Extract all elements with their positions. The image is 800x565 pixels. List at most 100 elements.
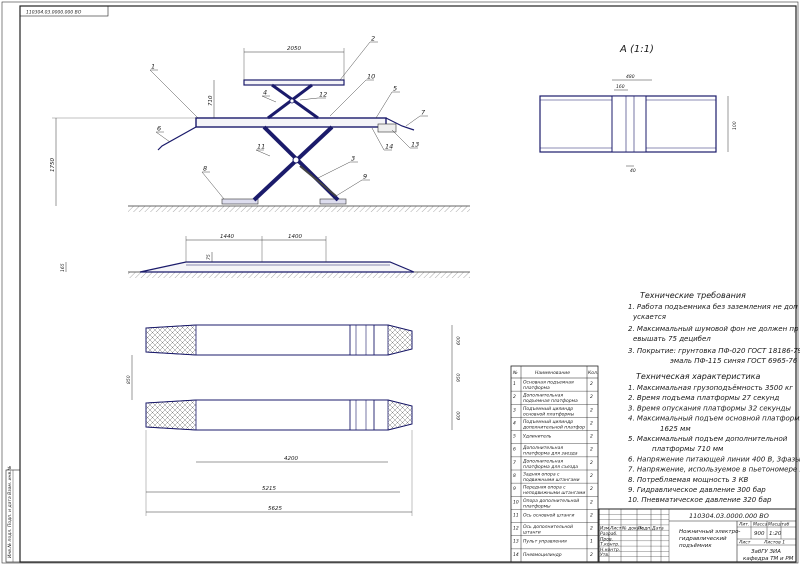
dim-1400: 1400	[288, 234, 302, 240]
tb-sheets: Листов 1	[763, 540, 785, 546]
tech-spec-item: 8. Потребляемая мощность 3 КВ	[628, 476, 749, 484]
plan-ramp-tr	[387, 324, 413, 356]
dim-1750: 1750	[50, 158, 56, 172]
callout-number: 10	[367, 73, 375, 81]
header-code-box	[19, 5, 109, 17]
dim-40: 40	[630, 168, 636, 174]
tb-col-label: Подп.	[638, 526, 652, 532]
parts-row-qty: 2	[590, 460, 593, 466]
parts-row-name: платформа	[523, 385, 550, 391]
low-platform	[139, 261, 415, 273]
callout-number: 5	[393, 85, 397, 93]
secondary-platform	[243, 79, 345, 86]
tb-mass-val: 900	[754, 531, 765, 537]
tb-role: Пров.	[600, 536, 613, 542]
tb-scale-val: 1:20	[769, 531, 782, 537]
console	[377, 123, 397, 133]
callout-number: 8	[203, 165, 207, 173]
callout-number: 11	[257, 143, 265, 151]
parts-row-num: 7	[513, 460, 516, 466]
main-cylinder	[299, 165, 337, 197]
dim-w1: 600	[456, 336, 462, 345]
tb-role: Т.контр.	[600, 542, 620, 548]
parts-row-num: 13	[513, 539, 519, 545]
parts-row-name: неподвижными штангами	[523, 491, 585, 496]
callout-number: 12	[319, 91, 327, 99]
dim-1440: 1440	[220, 234, 234, 240]
tech-spec-item: 1625 мм	[660, 425, 691, 433]
tb-org: ЗабГУ ЗИА	[751, 549, 781, 555]
side-margin-text: Инв.№ подл. Подп. и дата Взам. инв.№	[7, 465, 13, 558]
tech-spec-item: 5. Максимальный подъем дополнительной	[628, 435, 788, 443]
dim-100: 100	[732, 121, 738, 130]
parts-row-num: 11	[513, 512, 519, 518]
leader-line	[375, 91, 393, 119]
tb-mass: Масса	[753, 522, 768, 528]
leader-line	[329, 79, 367, 117]
leader-line	[335, 179, 363, 197]
parts-row-name: Ось дополнительной	[523, 524, 573, 530]
tech-spec-title: Техническая характеристика	[636, 372, 761, 381]
callout-number: 2	[371, 35, 375, 43]
parts-row-qty: 2	[590, 381, 593, 387]
tech-spec-item: 7. Напряжение, используемое в пьетономер…	[628, 466, 800, 474]
parts-row-name: Задняя опора с	[523, 472, 560, 478]
parts-row-name: Основная подъемная	[523, 380, 574, 386]
tb-name: гидравлический	[679, 536, 727, 542]
callout-number: 13	[411, 141, 419, 149]
parts-row-name: Ось основной штанги	[523, 512, 575, 518]
tech-req-item: 3. Покрытие: грунтовка ПФ-020 ГОСТ 18186…	[628, 347, 800, 355]
dim-2050: 2050	[287, 46, 301, 52]
side-view: 2050 710 1750	[50, 46, 470, 212]
detail-view: A (1:1) 480 160 100 40	[539, 44, 738, 174]
tech-req-item: 2. Максимальный шумовой фон не должен пр	[628, 325, 799, 333]
tech-req-title: Технические требования	[640, 291, 746, 300]
parts-row-num: 9	[513, 486, 516, 492]
tech-req-item: эмаль ПФ-115 синяя ГОСТ 6965-76	[670, 357, 798, 365]
tb-col-label: Дата	[651, 526, 664, 532]
parts-row-qty: 2	[590, 407, 593, 413]
parts-row-num: 2	[513, 394, 516, 400]
scissor-main-b	[252, 125, 334, 202]
parts-row-name: дополнительной платфор	[522, 424, 585, 430]
tb-col-label: Изм.	[600, 526, 611, 532]
inner-frame	[19, 5, 797, 563]
tech-spec-item: 9. Гидравлическое давление 300 бар	[628, 486, 766, 494]
tech-req-item: евышать 75 децибел	[633, 335, 711, 343]
leader-line	[149, 69, 199, 119]
plan-ramp-bl	[145, 399, 197, 431]
parts-row-name: основной платформы	[523, 411, 575, 417]
tech-spec-item: 10. Пневматическое давление 320 бар	[628, 496, 772, 504]
parts-row-num: 6	[513, 447, 516, 453]
parts-row-qty: 2	[590, 434, 593, 440]
parts-row-qty: 1	[590, 539, 593, 545]
leader-line	[255, 149, 271, 157]
parts-row-qty: 2	[590, 526, 593, 532]
leader-line	[155, 131, 171, 143]
plan-view: 600 950 600 850 4200 5215 5625	[126, 324, 462, 516]
parts-row-name: Дополнительная	[522, 445, 563, 451]
parts-row-name: штанги	[523, 531, 541, 536]
dim-w2: 950	[456, 373, 462, 382]
callout-number: 14	[385, 143, 393, 151]
main-pivot	[292, 156, 300, 164]
leader-line	[201, 171, 225, 200]
parts-row-qty: 2	[590, 394, 593, 400]
dim-left: 850	[126, 375, 132, 384]
parts-row-num: 8	[513, 473, 516, 479]
tb-sheet: Лист	[738, 540, 751, 546]
callout-number: 1	[151, 63, 155, 71]
tech-spec-item: 1. Максимальная грузоподъёмность 3500 кг	[628, 384, 793, 392]
tb-scale: Масштаб	[768, 522, 790, 528]
leader-line	[299, 97, 319, 101]
tb-col-label: № докум.	[621, 526, 644, 532]
parts-row-qty: 2	[590, 552, 593, 558]
dim-480: 480	[626, 74, 635, 80]
parts-row-name: Дополнительная	[522, 458, 563, 464]
parts-header-qty: Кол.	[588, 370, 598, 376]
